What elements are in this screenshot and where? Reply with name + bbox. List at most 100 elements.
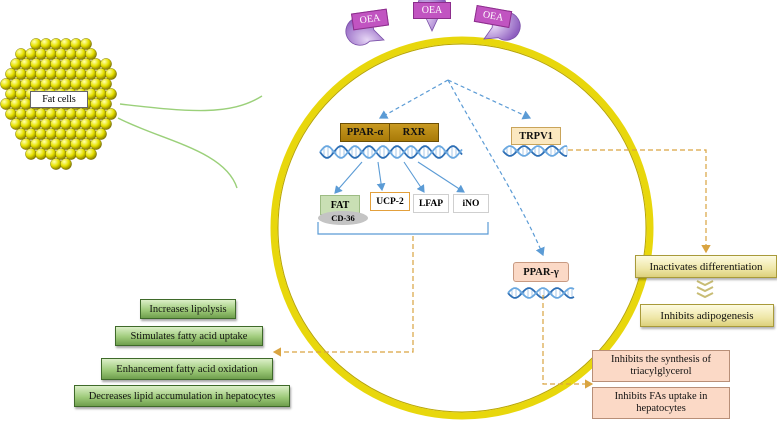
oea-label: OEA	[359, 12, 381, 27]
fat-cell	[90, 58, 102, 70]
fat-cell	[90, 78, 102, 90]
fat-cell	[70, 138, 82, 150]
fat-cell	[75, 68, 87, 80]
fat-cell	[60, 58, 72, 70]
fat-cell	[20, 78, 32, 90]
effect-line: Inhibits FAs uptake in	[614, 391, 708, 402]
fat-cell	[5, 88, 17, 100]
fat-cell	[35, 48, 47, 60]
cell-membrane-inner-line	[277, 43, 647, 413]
dna-strand	[502, 145, 567, 157]
fat-cell	[60, 38, 72, 50]
fat-cell	[55, 128, 67, 140]
fat-cell	[35, 128, 47, 140]
fat-cell	[40, 58, 52, 70]
arrow-to-alpha-effects	[272, 236, 414, 357]
gene-cd36-ellipse: CD-36	[318, 211, 368, 225]
fat-cell	[50, 38, 62, 50]
dna-strand	[319, 145, 463, 159]
fat-cell	[75, 108, 87, 120]
fat-cell	[25, 148, 37, 160]
ppar-gamma-label: PPAR-γ	[523, 266, 559, 278]
fat-cell	[60, 118, 72, 130]
effect-fatty-acid-uptake: Stimulates fatty acid uptake	[115, 326, 263, 346]
gene-fat-label: FAT	[330, 199, 350, 211]
fat-cell	[20, 138, 32, 150]
fat-cell	[60, 78, 72, 90]
gene-ucp2-box: UCP-2	[370, 192, 410, 211]
fat-cell	[80, 78, 92, 90]
ppar-alpha-box: PPAR-α	[340, 123, 390, 142]
fat-cell	[95, 128, 107, 140]
arrow-to-ppar-alpha	[378, 79, 449, 119]
dna-strand	[507, 287, 575, 299]
fat-cell	[70, 58, 82, 70]
fat-cell	[65, 108, 77, 120]
fat-cell	[15, 128, 27, 140]
fat-cell	[85, 48, 97, 60]
fat-cell	[50, 78, 62, 90]
fat-cell	[0, 78, 12, 90]
fat-cell	[105, 108, 117, 120]
fat-cell	[50, 158, 62, 170]
fat-cell	[45, 48, 57, 60]
fat-cell	[5, 68, 17, 80]
fat-cell	[30, 78, 42, 90]
gene-lfap-box: LFAP	[413, 194, 449, 213]
fat-cell	[25, 128, 37, 140]
fat-cell	[25, 68, 37, 80]
fat-cell	[75, 148, 87, 160]
fat-cell	[35, 108, 47, 120]
dna-helix-ppar-gamma	[507, 287, 575, 299]
gene-ino-label: iNO	[462, 198, 480, 209]
fat-cell	[65, 128, 77, 140]
fat-cell	[10, 58, 22, 70]
fat-cell	[10, 118, 22, 130]
chevron-down-icon	[696, 280, 714, 299]
trpv1-label: TRPV1	[519, 130, 553, 142]
dna-strand	[319, 145, 463, 159]
effect-line: hepatocytes	[636, 403, 686, 414]
dna-strand	[507, 287, 575, 299]
fat-cell	[80, 38, 92, 50]
dna-helix-trpv1	[502, 145, 568, 157]
fat-cell	[90, 138, 102, 150]
dna-helix-ppar-alpha	[319, 145, 463, 159]
fat-cell	[40, 138, 52, 150]
fat-cell	[30, 58, 42, 70]
fat-cell	[105, 88, 117, 100]
fat-cell	[75, 48, 87, 60]
fat-cell	[30, 138, 42, 150]
fat-cell	[5, 108, 17, 120]
fat-cell	[20, 118, 32, 130]
fat-cell	[15, 108, 27, 120]
gene-cd36-label: CD-36	[331, 213, 355, 223]
effect-inactivates-differentiation: Inactivates differentiation	[635, 255, 777, 278]
gene-lfap-label: LFAP	[418, 198, 444, 209]
connector-upper	[119, 95, 263, 112]
fat-cell	[50, 58, 62, 70]
gene-ucp2-label: UCP-2	[376, 196, 404, 207]
fat-cell	[90, 98, 102, 110]
fat-cell	[10, 98, 22, 110]
arrow-to-ppar-gamma	[447, 79, 545, 257]
effect-inhibits-adipogenesis: Inhibits adipogenesis	[640, 304, 774, 327]
gene-ino-box: iNO	[453, 194, 489, 213]
arrow-to-ino	[417, 161, 465, 193]
fat-cell	[65, 68, 77, 80]
fat-cell	[70, 78, 82, 90]
effect-inhibits-triacylglycerol: Inhibits the synthesis of triacylglycero…	[592, 350, 730, 382]
fat-cell	[55, 148, 67, 160]
fat-cell	[70, 118, 82, 130]
rxr-label: RXR	[402, 127, 426, 138]
fat-cell	[0, 98, 12, 110]
connector-lower	[117, 117, 238, 189]
fat-cell	[60, 158, 72, 170]
effect-inhibits-fa-uptake: Inhibits FAs uptake in hepatocytes	[592, 387, 730, 419]
dna-strand	[502, 145, 567, 157]
gene-bracket	[317, 222, 489, 235]
fat-cell	[100, 58, 112, 70]
fat-cell	[80, 138, 92, 150]
fat-cell	[55, 108, 67, 120]
